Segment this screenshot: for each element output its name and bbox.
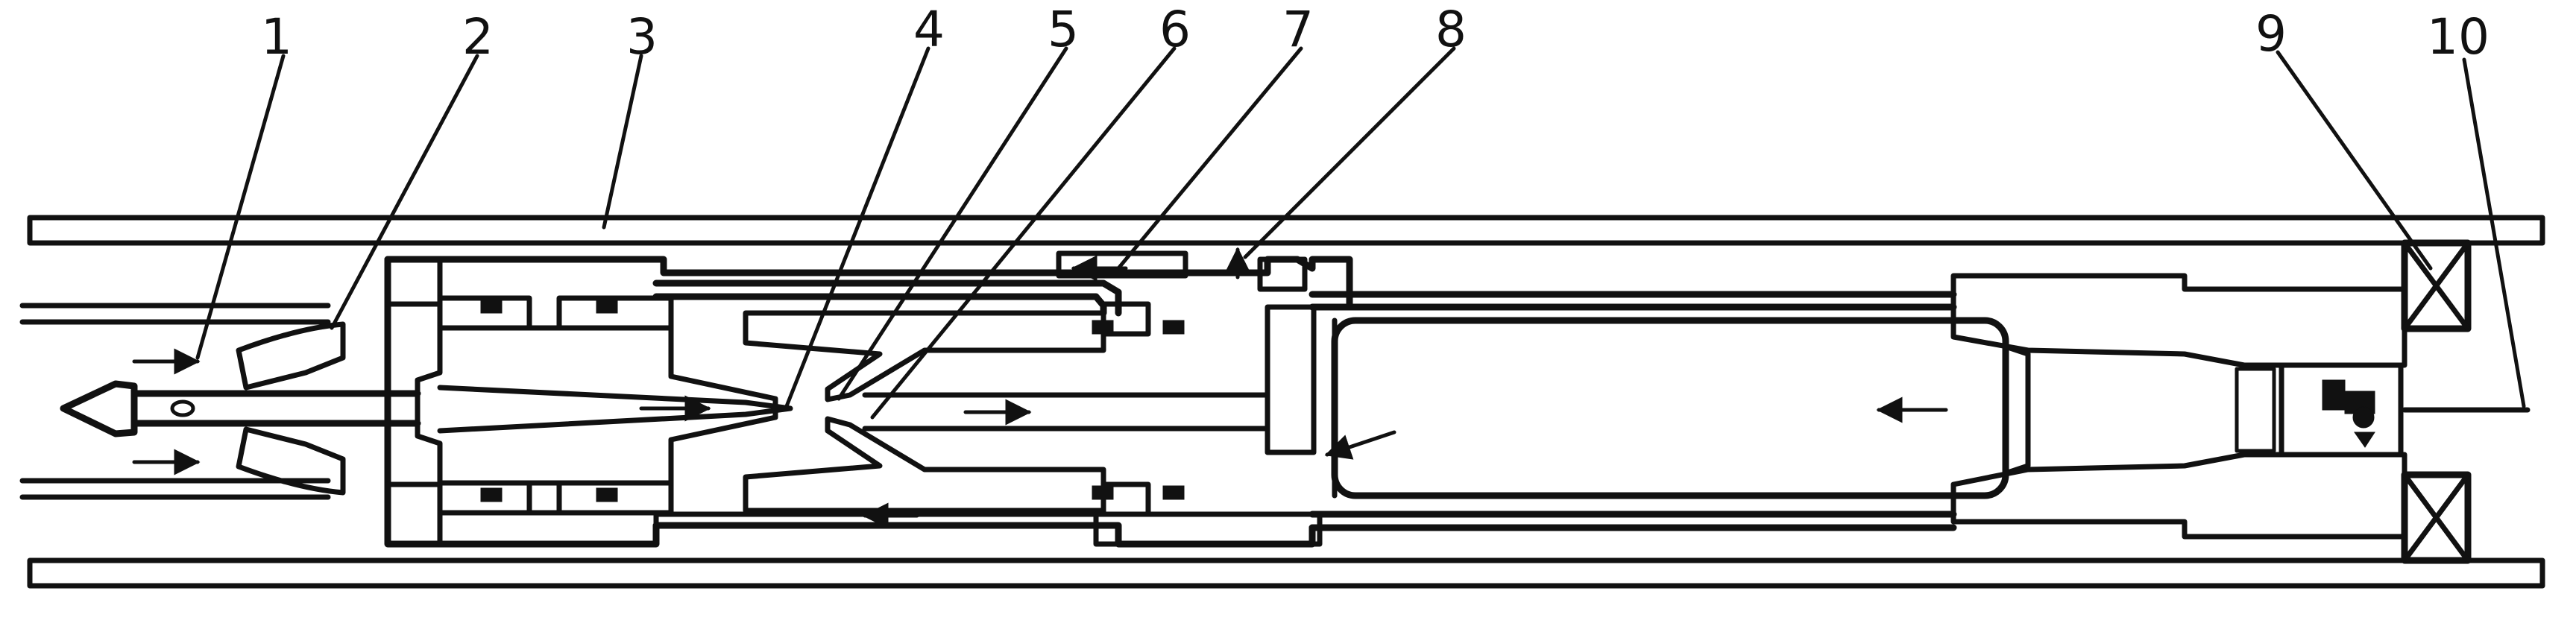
packer-element <box>2401 239 2472 564</box>
coupling <box>1056 250 1957 547</box>
part-label-1: 1 <box>261 8 292 66</box>
inner-tubing <box>19 303 331 500</box>
nozzle-body <box>415 299 793 502</box>
part-labels: 1 2 3 4 5 6 7 8 9 10 <box>261 1 2490 66</box>
part-label-5: 5 <box>1048 1 1079 58</box>
leader-lines <box>195 46 2526 420</box>
outer-casing <box>27 215 2545 589</box>
flow-arrow <box>1324 430 1396 460</box>
part-label-2: 2 <box>462 8 494 66</box>
part-label-6: 6 <box>1159 1 1191 58</box>
part-label-4: 4 <box>913 1 945 58</box>
part-label-9: 9 <box>2255 5 2287 63</box>
casing-top-wall <box>27 215 2545 246</box>
end-housing <box>1950 273 2531 540</box>
throat-diffuser <box>743 301 1270 517</box>
part-label-8: 8 <box>1435 1 1467 58</box>
part-label-7: 7 <box>1282 1 1314 58</box>
inlet-valve <box>60 321 421 496</box>
part-label-3: 3 <box>626 8 658 66</box>
casing-bottom-wall <box>27 557 2545 589</box>
flow-arrows <box>132 247 1948 529</box>
pump-housing <box>384 256 1353 548</box>
part-label-10: 10 <box>2427 8 2490 66</box>
